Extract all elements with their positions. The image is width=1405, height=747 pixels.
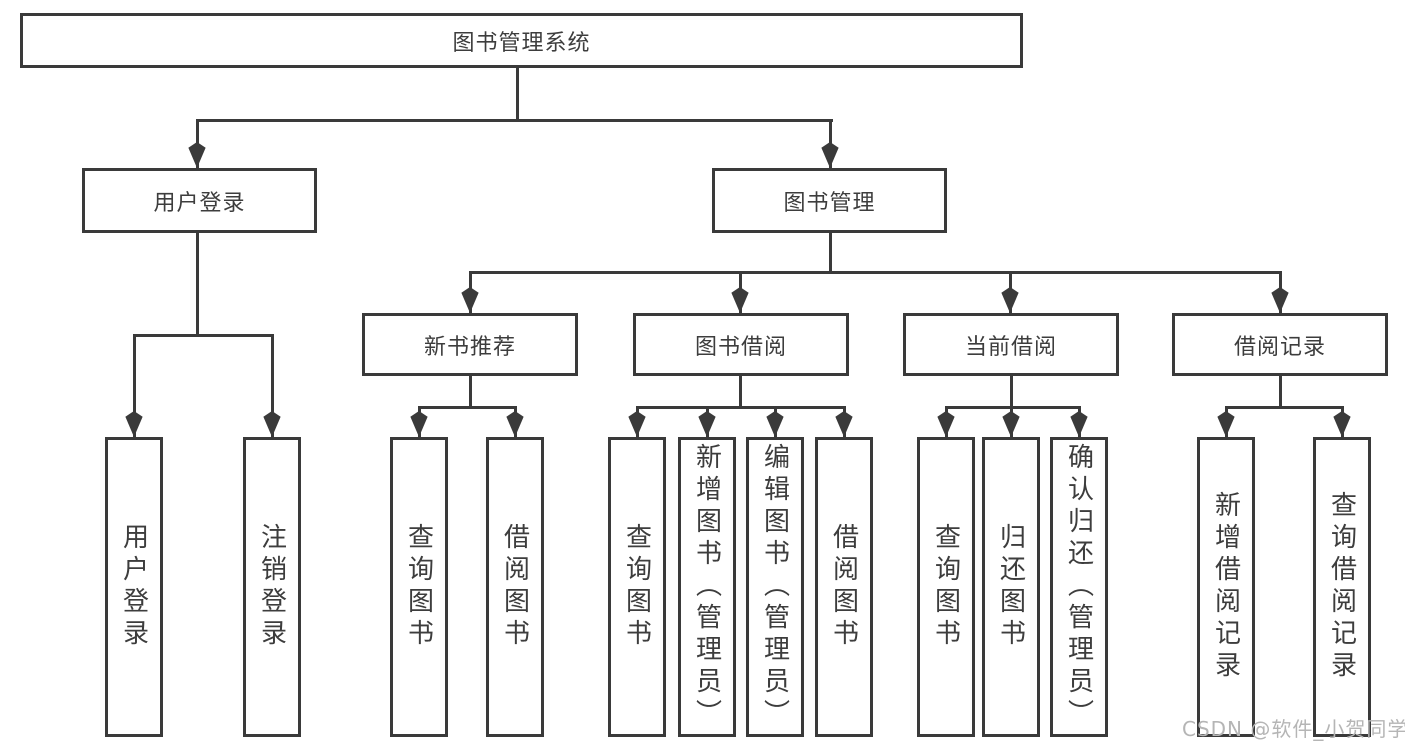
connector-line [418,406,517,409]
node-label: 用户登录 [118,523,149,651]
node-label: 借阅记录 [1233,334,1326,360]
connector-line [469,376,472,409]
node-user-login: 用户登录 [82,168,317,233]
node-label: 借阅图书 [828,523,859,651]
arrowhead-down-icon [1271,287,1289,313]
node-label: 注销登录 [256,523,287,651]
arrowhead-down-icon [506,411,524,437]
node-label: 用户登录 [153,190,246,216]
arrowhead-down-icon [766,411,784,437]
leaf-user-login: 用户登录 [105,437,163,737]
connector-line [1010,375,1013,409]
leaf-query-books-current: 查询图书 [917,437,975,737]
connector-line [133,334,136,437]
node-label: 确认归还（管理员） [1063,443,1094,731]
arrowhead-down-icon [628,411,646,437]
node-label: 查询图书 [621,523,652,651]
leaf-logout: 注销登录 [243,437,301,737]
node-label: 归还图书 [995,523,1026,651]
arrowhead-down-icon [461,287,479,313]
arrowhead-down-icon [821,142,839,168]
node-book-borrowing: 图书借阅 [633,313,849,376]
leaf-add-borrow-record: 新增借阅记录 [1197,437,1255,737]
leaf-borrow-books-recommendation: 借阅图书 [486,437,544,737]
node-current-borrowing: 当前借阅 [903,313,1119,376]
connector-line [271,334,274,437]
connector-line [196,233,199,337]
arrowhead-down-icon [1333,411,1351,437]
connector-line [1279,376,1282,409]
arrowhead-down-icon [698,411,716,437]
node-library-management-system: 图书管理系统 [20,13,1023,68]
leaf-query-borrow-record: 查询借阅记录 [1313,437,1371,737]
node-book-management: 图书管理 [712,168,947,233]
leaf-return-books: 归还图书 [982,437,1040,737]
node-new-book-recommendation: 新书推荐 [362,313,578,376]
arrowhead-down-icon [1002,411,1020,437]
leaf-edit-books-admin: 编辑图书（管理员） [746,437,804,737]
arrowhead-down-icon [410,411,428,437]
arrowhead-down-icon [1070,411,1088,437]
connector-line [945,406,1081,409]
node-label: 新增借阅记录 [1210,491,1241,683]
csdn-watermark: CSDN @软件_小贺同学 [1182,717,1405,741]
leaf-query-books-recommendation: 查询图书 [390,437,448,737]
leaf-query-books-borrowing: 查询图书 [608,437,666,737]
arrowhead-down-icon [1217,411,1235,437]
connector-line [829,233,832,274]
connector-line [469,271,1282,274]
leaf-confirm-return-admin: 确认归还（管理员） [1050,437,1108,737]
node-label: 借阅图书 [499,523,530,651]
connector-line [133,334,274,337]
arrowhead-down-icon [188,142,206,168]
node-label: 查询借阅记录 [1326,491,1357,683]
node-label: 当前借阅 [964,334,1057,360]
node-borrowing-records: 借阅记录 [1172,313,1388,376]
arrowhead-down-icon [263,411,281,437]
leaf-borrow-books-borrowing: 借阅图书 [815,437,873,737]
node-label: 查询图书 [930,523,961,651]
arrowhead-down-icon [835,411,853,437]
arrowhead-down-icon [1001,287,1019,313]
node-label: 新书推荐 [423,334,516,360]
arrowhead-down-icon [731,287,749,313]
connector-line [196,119,833,122]
connector-line [739,376,742,409]
node-label: 编辑图书（管理员） [759,443,790,731]
node-label: 图书管理 [783,190,876,216]
leaf-add-books-admin: 新增图书（管理员） [678,437,736,737]
connector-line [636,406,846,409]
arrowhead-down-icon [125,411,143,437]
arrowhead-down-icon [937,411,955,437]
node-label: 图书管理系统 [452,30,591,56]
connector-line [1225,406,1344,409]
node-label: 查询图书 [403,523,434,651]
node-label: 图书借阅 [694,334,787,360]
connector-line [516,67,519,121]
node-label: 新增图书（管理员） [691,443,722,731]
